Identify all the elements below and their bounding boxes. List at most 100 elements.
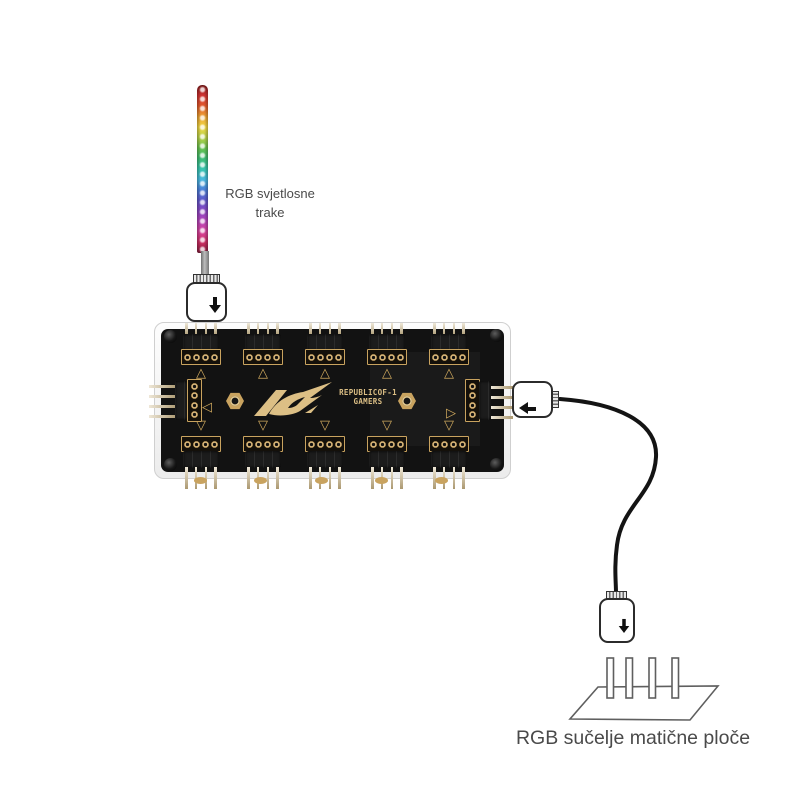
pin [185, 467, 188, 489]
solder-pad [432, 353, 439, 361]
hub-port-4pin: △ [367, 323, 407, 383]
pad-box [305, 349, 345, 365]
solder-oval [254, 477, 268, 484]
mobo-plug [599, 598, 635, 643]
pin [328, 467, 332, 489]
header-block [183, 451, 219, 468]
pad-box [305, 436, 345, 452]
solder-pad [191, 392, 198, 400]
solder-pad [193, 440, 200, 448]
solder-pad [450, 440, 457, 448]
hub-out-plug [512, 381, 553, 418]
pin [309, 467, 312, 489]
solder-pad [326, 353, 333, 361]
rgb-strip [197, 85, 208, 253]
header-block [307, 451, 343, 468]
pin [491, 416, 513, 419]
pin [491, 396, 513, 399]
solder-pad [370, 353, 377, 361]
pin [462, 323, 465, 336]
solder-pad [246, 353, 253, 361]
solder-pad [273, 440, 280, 448]
pad-box [243, 349, 283, 365]
pin-row [433, 323, 465, 336]
solder-pad [397, 353, 404, 361]
triangle-up-marker: △ [196, 366, 206, 381]
hub-top-ports: △ △ △ [181, 323, 469, 383]
pin [309, 323, 312, 336]
pad-box [367, 349, 407, 365]
motherboard-label: RGB sučelje matične ploče [515, 727, 751, 749]
pin [149, 405, 177, 408]
hub-port-4pin: △ [181, 323, 221, 383]
pin [318, 323, 322, 336]
solder-pad [184, 440, 191, 448]
down-arrow-icon [209, 297, 221, 313]
pin [452, 467, 456, 489]
right-port-header [479, 381, 492, 420]
pin [433, 323, 436, 336]
solder-pad [469, 392, 476, 400]
solder-pad [469, 382, 476, 390]
pad-box [367, 436, 407, 452]
solder-pad [379, 353, 386, 361]
triangle-up-marker: △ [258, 366, 268, 381]
pin [276, 323, 279, 336]
solder-pad [441, 353, 448, 361]
hub-port-4pin: △ [243, 323, 283, 383]
strip-label-line2: trake [255, 205, 285, 220]
pin [390, 323, 394, 336]
pin [371, 323, 374, 336]
triangle-left-marker: ◁ [202, 400, 212, 415]
pin [214, 323, 217, 336]
left-port-header [175, 381, 188, 420]
solder-pad [388, 440, 395, 448]
pin [338, 323, 341, 336]
pad-box [181, 436, 221, 452]
pin [338, 467, 341, 489]
hex-standoff-icon [226, 392, 244, 410]
strip-plug [186, 282, 227, 322]
pin [491, 406, 513, 409]
solder-pad [326, 440, 333, 448]
pin [371, 467, 374, 489]
pin-row [371, 323, 403, 336]
mobo-header-graphic [568, 657, 720, 721]
right-port-pads [465, 379, 480, 422]
rgb-hub: △ △ △ [149, 322, 513, 489]
pin [328, 323, 332, 336]
header-block [307, 334, 343, 351]
brand-line1: REPUBLICOF-1 [339, 388, 397, 397]
pin [214, 467, 217, 489]
pin [380, 323, 384, 336]
solder-pad [202, 440, 209, 448]
header-block [369, 334, 405, 351]
pin-row [247, 323, 279, 336]
pad-box [243, 436, 283, 452]
pin [247, 323, 250, 336]
solder-pad [273, 353, 280, 361]
solder-pad [317, 440, 324, 448]
solder-pad [388, 353, 395, 361]
header-block [431, 451, 467, 468]
strip-stem [201, 251, 209, 278]
pad-box [429, 349, 469, 365]
pin [256, 323, 260, 336]
solder-pad [370, 440, 377, 448]
pin-row [309, 323, 341, 336]
solder-pad [469, 411, 476, 419]
solder-pad [450, 353, 457, 361]
pin [266, 467, 270, 489]
solder-pad [191, 411, 198, 419]
hub-port-4pin: ▽ [305, 419, 345, 508]
hub-bottom-ports: ▽ ▽ ▽ [181, 418, 469, 508]
triangle-up-marker: △ [382, 366, 392, 381]
hub-port-4pin: △ [305, 323, 345, 383]
triangle-right-marker: ▷ [446, 406, 456, 421]
triangle-down-marker: ▽ [258, 418, 268, 433]
hub-port-4pin: △ [429, 323, 469, 383]
solder-pad [184, 353, 191, 361]
hub-port-4pin: ▽ [367, 419, 407, 508]
down-arrow-icon [619, 619, 630, 633]
left-port-pads [187, 379, 202, 422]
